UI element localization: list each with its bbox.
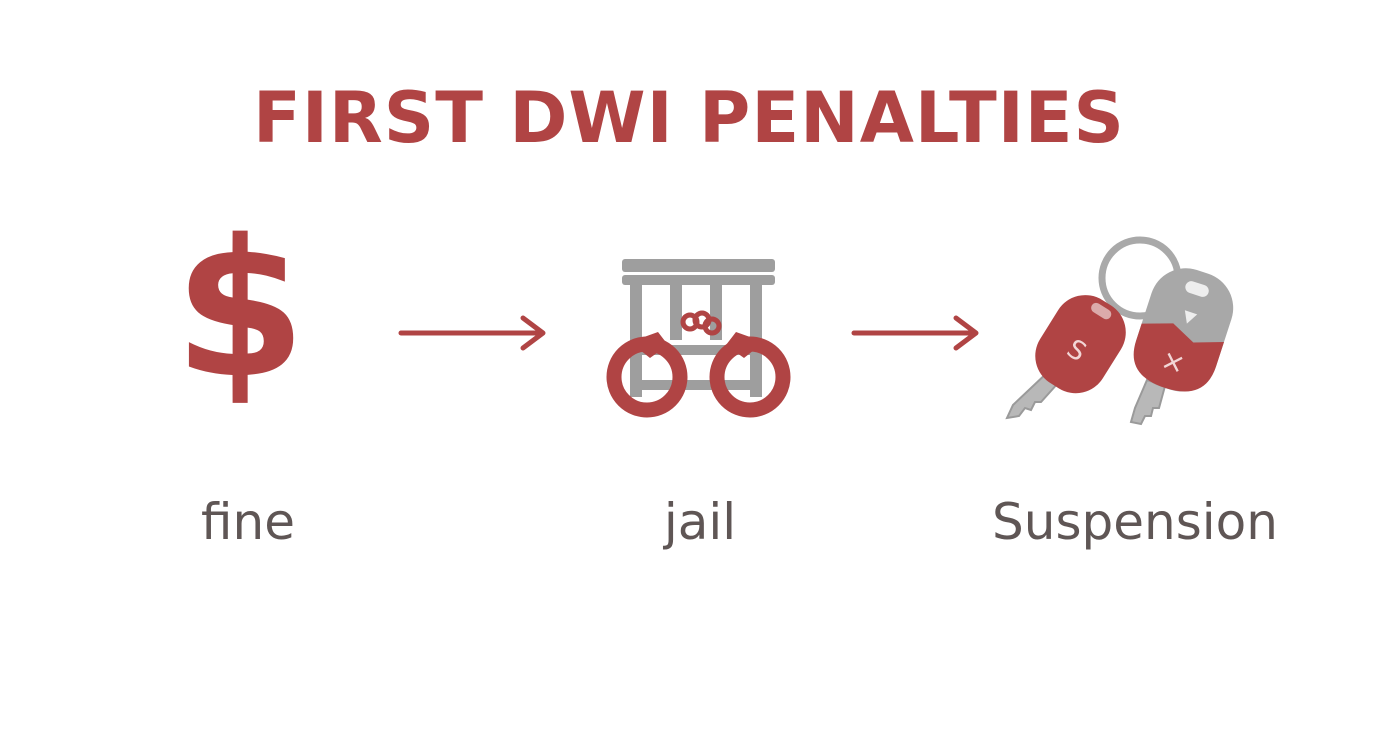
diagram-title: FIRST DWI PENALTIES xyxy=(253,77,1125,159)
car-keys-icon: S × xyxy=(1005,236,1234,426)
arrow-right-icon xyxy=(398,315,546,351)
step-label-jail: jail xyxy=(663,493,737,551)
handcuffs-jail-icon xyxy=(606,259,791,418)
dollar-sign-icon: $ xyxy=(173,199,307,420)
step-label-fine: fine xyxy=(201,493,295,551)
arrow-right-icon xyxy=(851,315,979,351)
step-label-suspension: Suspension xyxy=(992,493,1278,551)
